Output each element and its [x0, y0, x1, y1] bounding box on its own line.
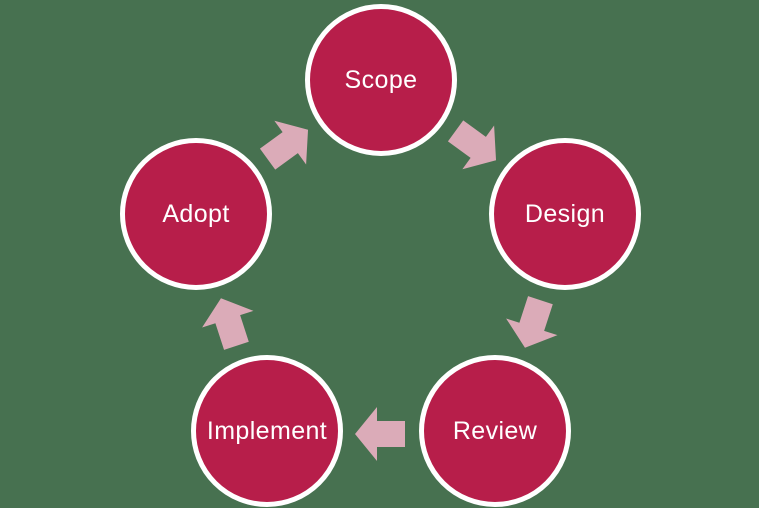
cycle-node-design: Design [489, 138, 641, 290]
node-label-design: Design [524, 199, 606, 228]
arrow-review-to-implement-icon [355, 407, 405, 461]
cycle-node-implement: Implement [191, 355, 343, 507]
arrow-adopt-to-scope-icon [259, 120, 309, 170]
node-label-adopt: Adopt [162, 199, 230, 228]
node-label-review: Review [452, 416, 538, 445]
node-label-implement: Implement [206, 416, 328, 445]
arrow-implement-to-adopt-icon [202, 298, 254, 350]
arrow-scope-to-design-icon [447, 120, 497, 170]
arrow-design-to-review-icon [506, 296, 558, 348]
cycle-node-review: Review [419, 355, 571, 507]
cycle-node-adopt: Adopt [120, 138, 272, 290]
node-label-scope: Scope [344, 65, 418, 94]
cycle-node-scope: Scope [305, 4, 457, 156]
